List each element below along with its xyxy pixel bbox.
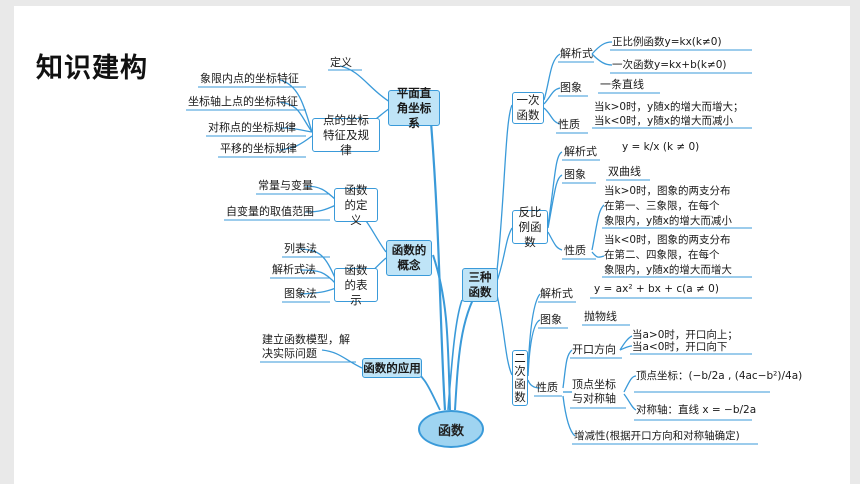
feature-item: 平移的坐标规律 [220,142,297,155]
linear-formula-proportional: 正比例函数y=kx(k≠0) [612,36,722,48]
definition-item: 自变量的取值范围 [226,205,314,218]
function-definition-node: 函数的定义 [334,183,378,227]
linear-property-2: 当k<0时，y随x的增大而减小 [594,115,733,127]
inverse-graph-label: 图象 [564,168,586,181]
inverse-property-2-line1: 当k<0时，图象的两支分布 [604,234,731,246]
inverse-property-label: 性质 [564,244,586,257]
quadratic-property-label: 性质 [536,381,558,394]
application-note: 建立函数模型，解决实际问题 [262,333,350,360]
coordinate-system-label: 平面直角坐标系 [396,85,432,130]
inverse-property-1-line3: 象限内，y随x的增大而减小 [604,215,732,227]
function-representation-node: 函数的表示 [334,263,378,307]
linear-property-1: 当k>0时，y随x的增大而增大； [594,101,744,113]
inverse-property-1-line2: 在第一、三象限，在每个 [604,200,720,212]
opening-up: 当a>0时，开口向上； [632,329,738,341]
function-representation-label: 函数的表示 [344,262,368,307]
representation-item: 列表法 [284,242,317,255]
three-functions-label: 三种函数 [468,270,492,299]
function-application-node: 函数的应用 [362,358,422,378]
right-border [850,0,860,484]
linear-formula-general: 一次函数y=kx+b(k≠0) [612,59,727,71]
linear-graph: 一条直线 [600,78,644,91]
linear-function-label: 一次函数 [516,93,540,122]
quadratic-formula: y = ax² + bx + c(a ≠ 0) [594,283,719,295]
inverse-function-node: 反比例函数 [512,205,548,249]
slide-title: 知识建构 [36,53,148,84]
inverse-property-1-line1: 当k>0时，图象的两支分布 [604,185,731,197]
coord-definition: 定义 [330,56,352,69]
root-node-functions: 函数 [418,410,484,448]
inverse-property-2-line3: 象限内，y随x的增大而增大 [604,264,732,276]
inverse-property-2-line2: 在第二、四象限，在每个 [604,249,720,261]
inverse-function-label: 反比例函数 [518,204,542,249]
quadratic-graph: 抛物线 [584,310,617,323]
inverse-formula-label: 解析式 [564,145,597,158]
quadratic-graph-label: 图象 [540,313,562,326]
linear-function-node: 一次函数 [512,92,544,124]
left-border [0,0,14,484]
vertex-coordinates: 顶点坐标：(−b/2a , (4ac−b²)/4a) [636,370,803,382]
inverse-formula: y = k/x (k ≠ 0) [622,141,700,153]
function-application-label: 函数的应用 [363,360,421,375]
linear-graph-label: 图象 [560,81,582,94]
vertex-axis-label: 顶点坐标与对称轴 [572,378,616,405]
top-border [0,0,860,6]
feature-item: 坐标轴上点的坐标特征 [188,95,298,108]
quadratic-function-node: 二次函数 [512,350,528,406]
coordinate-system-node: 平面直角坐标系 [388,86,440,130]
linear-property-label: 性质 [558,118,580,131]
definition-item: 常量与变量 [258,179,313,192]
feature-item: 对称点的坐标规律 [208,121,296,134]
function-definition-label: 函数的定义 [344,182,368,227]
representation-item: 图象法 [284,287,317,300]
quadratic-function-label: 二次函数 [514,351,526,404]
monotonicity: 增减性(根据开口方向和对称轴确定) [574,430,740,442]
inverse-graph: 双曲线 [608,165,641,178]
point-features-node: 点的坐标特征及规律 [312,113,380,157]
opening-direction-label: 开口方向 [572,343,616,356]
function-concept-node: 函数的概念 [386,240,432,276]
function-concept-label: 函数的概念 [391,243,427,272]
quadratic-formula-label: 解析式 [540,287,573,300]
three-functions-node: 三种函数 [462,268,498,302]
opening-down: 当a<0时，开口向下 [632,341,728,353]
point-features-label: 点的坐标特征及规律 [323,112,369,157]
axis-of-symmetry: 对称轴：直线 x = −b/2a [636,404,757,416]
representation-item: 解析式法 [272,263,316,276]
feature-item: 象限内点的坐标特征 [200,72,299,85]
linear-formula-label: 解析式 [560,47,593,60]
